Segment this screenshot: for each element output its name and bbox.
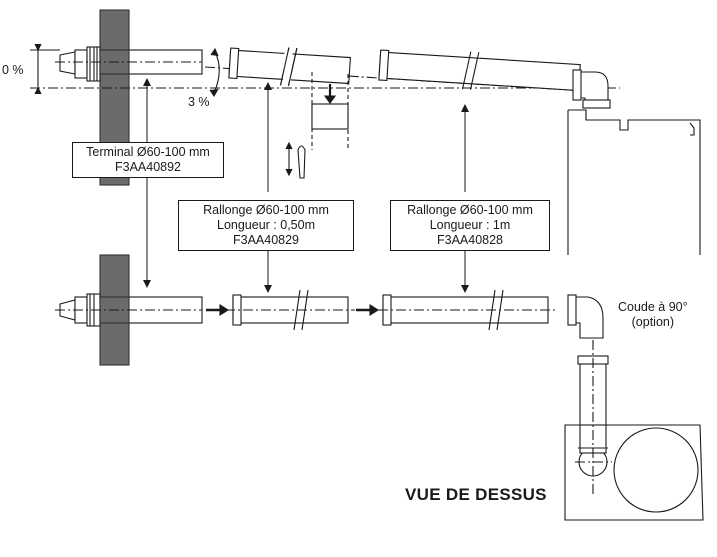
extension-1m-ref: F3AA40828	[436, 233, 504, 247]
extension-050-label-box: Rallonge Ø60-100 mm Longueur : 0,50m F3A…	[178, 200, 354, 251]
terminal-ref: F3AA40892	[114, 160, 182, 174]
terminal-cap-side	[59, 46, 101, 82]
slope-0-label: 0 %	[2, 63, 24, 77]
elbow-label: Coude à 90° (option)	[618, 300, 688, 330]
extension-050-ref: F3AA40829	[232, 233, 300, 247]
extension-050-name: Rallonge Ø60-100 mm	[203, 203, 329, 217]
elbow-side	[572, 69, 611, 109]
extension-1m-name: Rallonge Ø60-100 mm	[407, 203, 533, 217]
elbow-label-line1: Coude à 90°	[618, 300, 688, 314]
side-view	[30, 9, 701, 255]
extension-1m-side	[378, 49, 581, 92]
extension-050-side	[228, 47, 351, 86]
extension-1m-label-box: Rallonge Ø60-100 mm Longueur : 1m F3AA40…	[390, 200, 550, 251]
top-view-title: VUE DE DESSUS	[405, 485, 547, 504]
top-view	[55, 254, 704, 521]
terminal-name: Terminal Ø60-100 mm	[86, 145, 210, 159]
slope-3-label: 3 %	[188, 95, 210, 109]
terminal-label-box: Terminal Ø60-100 mm F3AA40892	[72, 142, 224, 178]
elbow-label-line2: (option)	[631, 315, 675, 329]
extension-1m-length: Longueur : 1m	[429, 218, 511, 232]
boiler-side	[567, 109, 701, 255]
extension-050-length: Longueur : 0,50m	[217, 218, 315, 232]
